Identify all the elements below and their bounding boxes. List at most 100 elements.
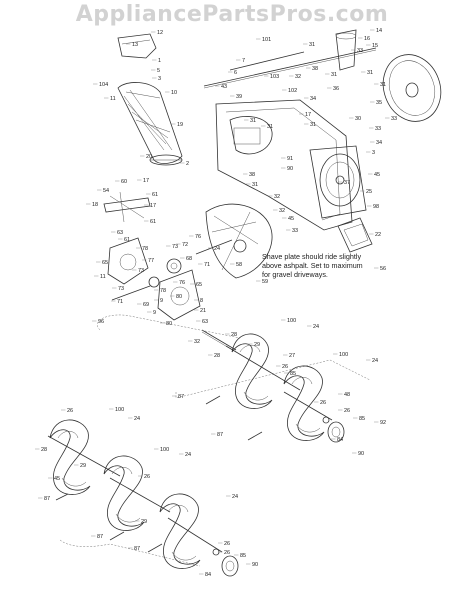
callout-label: 63: [117, 230, 123, 236]
callout-label: 19: [177, 122, 183, 128]
callout-label: 104: [99, 82, 108, 88]
callout-label: 9: [153, 310, 156, 316]
callout-label: 32: [274, 194, 280, 200]
callout-label: 6: [234, 70, 237, 76]
callout-label: 33: [357, 48, 363, 54]
callout-label: 71: [117, 299, 123, 305]
callout-label: 73: [172, 244, 178, 250]
callout-label: 14: [376, 28, 382, 34]
callout-label: 13: [132, 42, 138, 48]
callout-label: 56: [380, 266, 386, 272]
callout-label: 28: [231, 332, 237, 338]
callout-label: 90: [252, 562, 258, 568]
callout-label: 26: [224, 541, 230, 547]
callout-label: 61: [124, 237, 130, 243]
callout-label: 33: [391, 116, 397, 122]
callout-label: 100: [339, 352, 348, 358]
callout-label: 98: [373, 204, 379, 210]
callout-label: 60: [121, 179, 127, 185]
callout-label: 3: [158, 76, 161, 82]
belt-pulley: [382, 54, 442, 122]
input-shaft: [111, 239, 233, 301]
callout-label: 102: [288, 88, 297, 94]
callout-label: 24: [372, 358, 378, 364]
callout-label: 16: [364, 36, 370, 42]
callout-label: 92: [380, 420, 386, 426]
callout-label: 80: [176, 294, 182, 300]
callout-label: 32: [295, 74, 301, 80]
callout-label: 87: [97, 534, 103, 540]
callout-label: 17: [143, 178, 149, 184]
skid-shoe: [337, 217, 373, 253]
callout-label: 48: [344, 392, 350, 398]
callout-label: 80: [166, 321, 172, 327]
callout-label: 100: [160, 447, 169, 453]
callout-label: 36: [333, 86, 339, 92]
callout-label: 101: [262, 37, 271, 43]
callout-label: 34: [376, 140, 382, 146]
callout-label: 32: [194, 339, 200, 345]
callout-label: 29: [254, 342, 260, 348]
auger-flight-upper-1: [225, 333, 301, 409]
callout-label: 32: [279, 208, 285, 214]
auger-flight-lower-3: [159, 493, 223, 569]
callout-label: 61: [152, 192, 158, 198]
callout-label: 29: [80, 463, 86, 469]
callout-label: 72: [182, 242, 188, 248]
callout-label: 15: [372, 43, 378, 49]
chute-crank-rod: [203, 47, 377, 89]
callout-label: 2: [186, 161, 189, 167]
callout-label: 87: [44, 496, 50, 502]
callout-label: 3: [372, 150, 375, 156]
callout-label: 26: [144, 474, 150, 480]
callout-label: 35: [376, 100, 382, 106]
callout-label: 78: [160, 288, 166, 294]
callout-label: 37: [344, 180, 350, 186]
callout-label: 59: [262, 279, 268, 285]
callout-label: 31: [331, 72, 337, 78]
callout-label: 39: [236, 94, 242, 100]
callout-label: 28: [41, 447, 47, 453]
callout-label: 33: [292, 228, 298, 234]
callout-label: 73: [138, 268, 144, 274]
callout-label: 100: [287, 318, 296, 324]
chute-deflector: [117, 33, 157, 59]
group-outline-augers-top: [175, 359, 371, 399]
callout-label: 24: [185, 452, 191, 458]
chute-rotator-cup: [335, 29, 357, 71]
crank-rod-upper: [229, 51, 305, 71]
auger-flight-lower-2: [103, 455, 171, 531]
auger-bearing-upper: [322, 416, 345, 443]
callout-label: 18: [92, 202, 98, 208]
callout-label: 77: [148, 258, 154, 264]
auger-housing-side-panel: [309, 145, 367, 219]
impeller: [205, 203, 273, 279]
callout-label: 87: [134, 546, 140, 552]
callout-label: 85: [290, 371, 296, 377]
callout-label: 26: [282, 364, 288, 370]
callout-label: 54: [103, 188, 109, 194]
callout-label: 61: [150, 219, 156, 225]
callout-label: 31: [252, 182, 258, 188]
callout-label: 68: [186, 256, 192, 262]
shaft-bracket: [103, 191, 151, 223]
callout-label: 24: [134, 416, 140, 422]
callout-label: 31: [380, 82, 386, 88]
callout-label: 11: [100, 274, 106, 280]
callout-label: 17: [150, 203, 156, 209]
callout-label: 85: [240, 553, 246, 559]
callout-label: 91: [287, 156, 293, 162]
auger-flight-upper-2: [283, 365, 333, 441]
callout-label: 96: [98, 319, 104, 325]
callout-label: 38: [249, 172, 255, 178]
callout-label: 7: [242, 58, 245, 64]
callout-label: 27: [289, 353, 295, 359]
callout-label: 45: [288, 216, 294, 222]
callout-label: 22: [375, 232, 381, 238]
callout-label: 73: [118, 286, 124, 292]
shear-bolts: [55, 395, 263, 553]
callout-label: 33: [375, 126, 381, 132]
auger-flight-lower-1: [47, 419, 121, 495]
callout-label: 103: [270, 74, 279, 80]
